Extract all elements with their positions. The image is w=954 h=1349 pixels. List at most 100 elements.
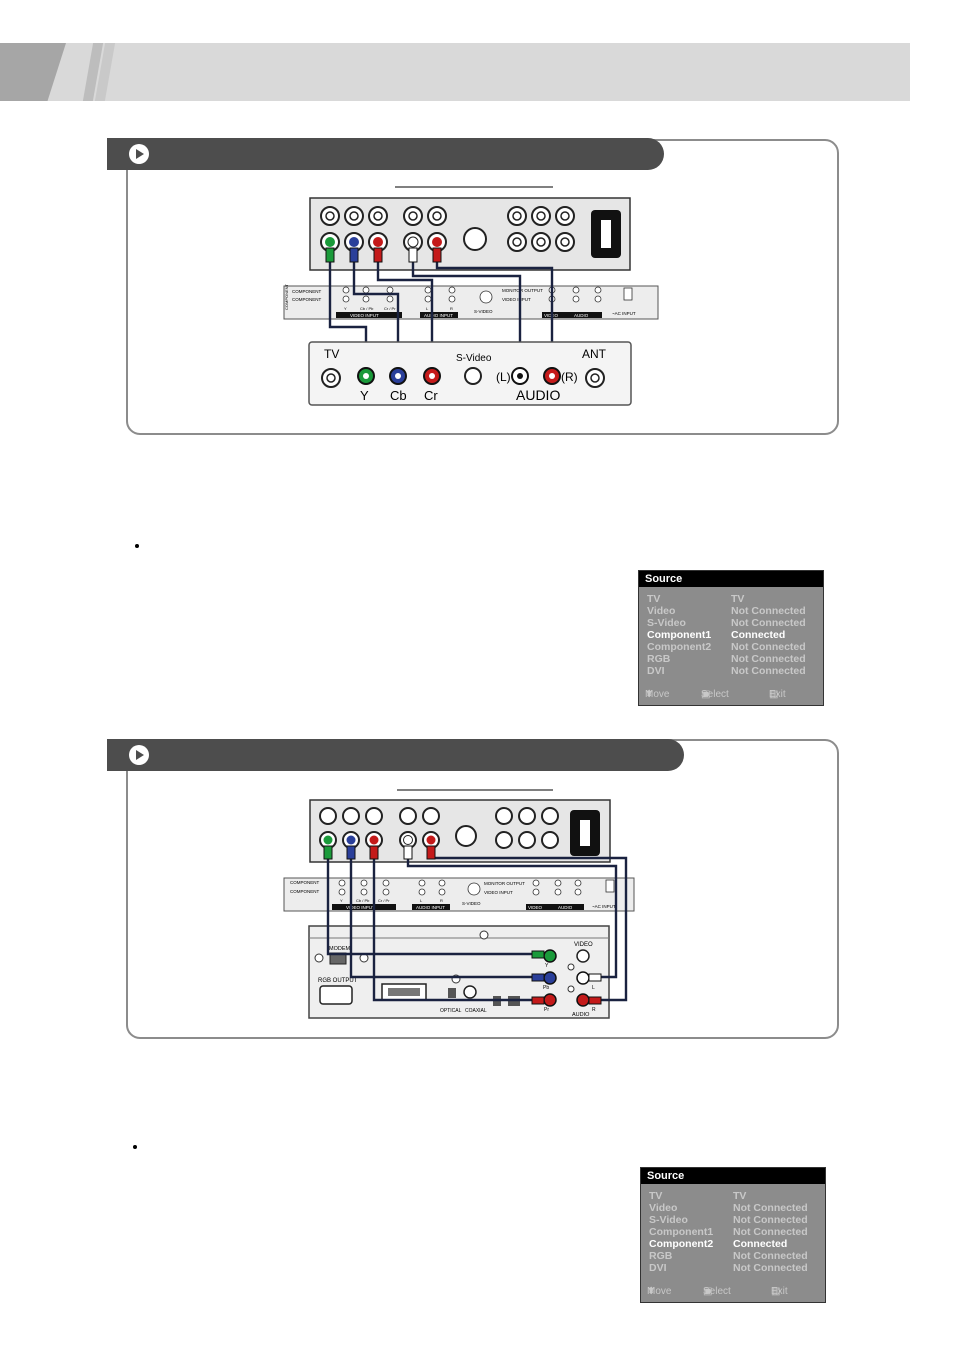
diagram-label: VIDEO INPUT [350, 313, 379, 318]
osd-source-status: Not Connected [731, 605, 806, 617]
osd-source-status: Not Connected [731, 641, 806, 653]
osd-source-name: DVI [649, 1262, 667, 1274]
diagram-label: AUDIO INPUT [416, 905, 445, 910]
tv-svideo-jack [464, 367, 482, 385]
osd-source-row[interactable]: Component2 Not Connected [647, 641, 819, 653]
connection-diagram-component2: COMPONENT COMPONENT VIDEO INPUT AUDIO IN… [283, 789, 635, 1019]
osd-source-name: Component1 [649, 1226, 714, 1238]
diagram-label: Cb [390, 388, 407, 403]
rgb-output-port [319, 985, 353, 1005]
osd-source-status: TV [733, 1190, 747, 1202]
svideo-jack [455, 825, 477, 847]
osd-source-status: Connected [731, 629, 786, 641]
osd-source-row[interactable]: Video Not Connected [649, 1202, 821, 1214]
diagram-label: TV [324, 347, 339, 361]
osd-source-name: Video [647, 605, 676, 617]
diagram-label: VIDEO [574, 942, 593, 948]
diagram-label: Cr [424, 388, 438, 403]
coaxial-jack [463, 985, 477, 999]
exit-icon: ▥ [771, 1286, 781, 1297]
diagram-label: VIDEO INPUT [502, 297, 531, 302]
diagram-label: Cb / Pb [360, 306, 374, 311]
player-pb-jack [543, 971, 557, 985]
osd-footer: ⬍Move ▣ Select ▥ Exit [645, 689, 786, 700]
ant-jack [585, 368, 605, 388]
diagram-label: (R) [561, 370, 578, 384]
osd-source-status: Not Connected [733, 1262, 808, 1274]
osd-source-row[interactable]: Component1 Connected [647, 629, 819, 641]
diagram-label: R [450, 306, 453, 311]
osd-source-name: S-Video [649, 1214, 688, 1226]
diagram-label: L [420, 898, 423, 903]
diagram-label: Pb [543, 985, 549, 991]
diagram-label: MONITOR OUTPUT [484, 881, 525, 886]
osd-source-row[interactable]: Video Not Connected [647, 605, 819, 617]
diagram-label: AUDIO [572, 1012, 590, 1018]
arrow-right-icon [129, 144, 149, 164]
diagram-label: COMPONENT [284, 283, 289, 310]
player-y-jack [543, 949, 557, 963]
osd-title: Source [639, 571, 823, 587]
osd-source-status: Connected [733, 1238, 788, 1250]
osd-source-name: TV [649, 1190, 663, 1202]
diagram-label: Pr [544, 1007, 549, 1013]
diagram-label: (L) [496, 370, 511, 384]
osd-source-name: Component2 [649, 1238, 714, 1250]
osd-source-name: Video [649, 1202, 678, 1214]
diagram-label: ~AC INPUT [612, 311, 636, 316]
osd-source-name: Component1 [647, 629, 712, 641]
diagram-label: OPTICAL [440, 1008, 462, 1014]
diagram-label: ANT [582, 347, 607, 361]
player-audio-l-jack [576, 971, 590, 985]
osd-source-status: Not Connected [733, 1202, 808, 1214]
bullet [133, 1145, 137, 1149]
osd-title: Source [641, 1168, 825, 1184]
diagram-label: R [592, 1007, 596, 1013]
diagram-label: Y [545, 963, 549, 969]
diagram-label: VIDEO [528, 905, 543, 910]
select-icon: ▣ [703, 1286, 713, 1297]
diagram-label: VIDEO INPUT [484, 890, 513, 895]
updown-icon: ⬍ [645, 689, 654, 700]
diagram-label: AUDIO INPUT [424, 313, 453, 318]
diagram-label: Y [344, 306, 347, 311]
diagram-label: MONITOR OUTPUT [502, 288, 543, 293]
osd-source-name: Component2 [647, 641, 712, 653]
osd-source-row[interactable]: Component2 Connected [649, 1238, 821, 1250]
diagram-label: RGB OUTPUT [318, 978, 358, 984]
diagram-label: Cr / Pr [384, 306, 396, 311]
osd-source-name: DVI [647, 665, 665, 677]
bullet [135, 544, 139, 548]
osd-source-row[interactable]: TV TV [649, 1190, 821, 1202]
header-band [0, 43, 910, 101]
diagram-label: S-Video [456, 353, 492, 364]
diagram-label: ~AC INPUT [592, 904, 616, 909]
tv-antenna-jack [321, 368, 341, 388]
diagram-label: COMPONENT [292, 289, 322, 294]
connection-diagram-component1: COMPONENT COMPONENT COMPONENT VIDEO INPU… [283, 186, 659, 406]
diagram-label: COMPONENT [290, 889, 320, 894]
diagram-label: COAXIAL [465, 1008, 487, 1014]
osd-source-status: Not Connected [733, 1250, 808, 1262]
section-heading-bar [107, 739, 684, 771]
diagram-label: S-VIDEO [474, 309, 493, 314]
osd-footer: ⬍Move ▣ Select ▥ Exit [647, 1286, 788, 1297]
select-icon: ▣ [701, 689, 711, 700]
diagram-label: Cb / Pb [356, 898, 370, 903]
diagram-label: S-VIDEO [462, 901, 481, 906]
diagram-label: Y [360, 388, 369, 403]
diagram-label: COMPONENT [290, 880, 320, 885]
osd-source-row[interactable]: DVI Not Connected [649, 1262, 821, 1274]
dvd-player-rear-panel [308, 925, 610, 1019]
svideo-jack [463, 227, 487, 251]
osd-source-status: TV [731, 593, 745, 605]
